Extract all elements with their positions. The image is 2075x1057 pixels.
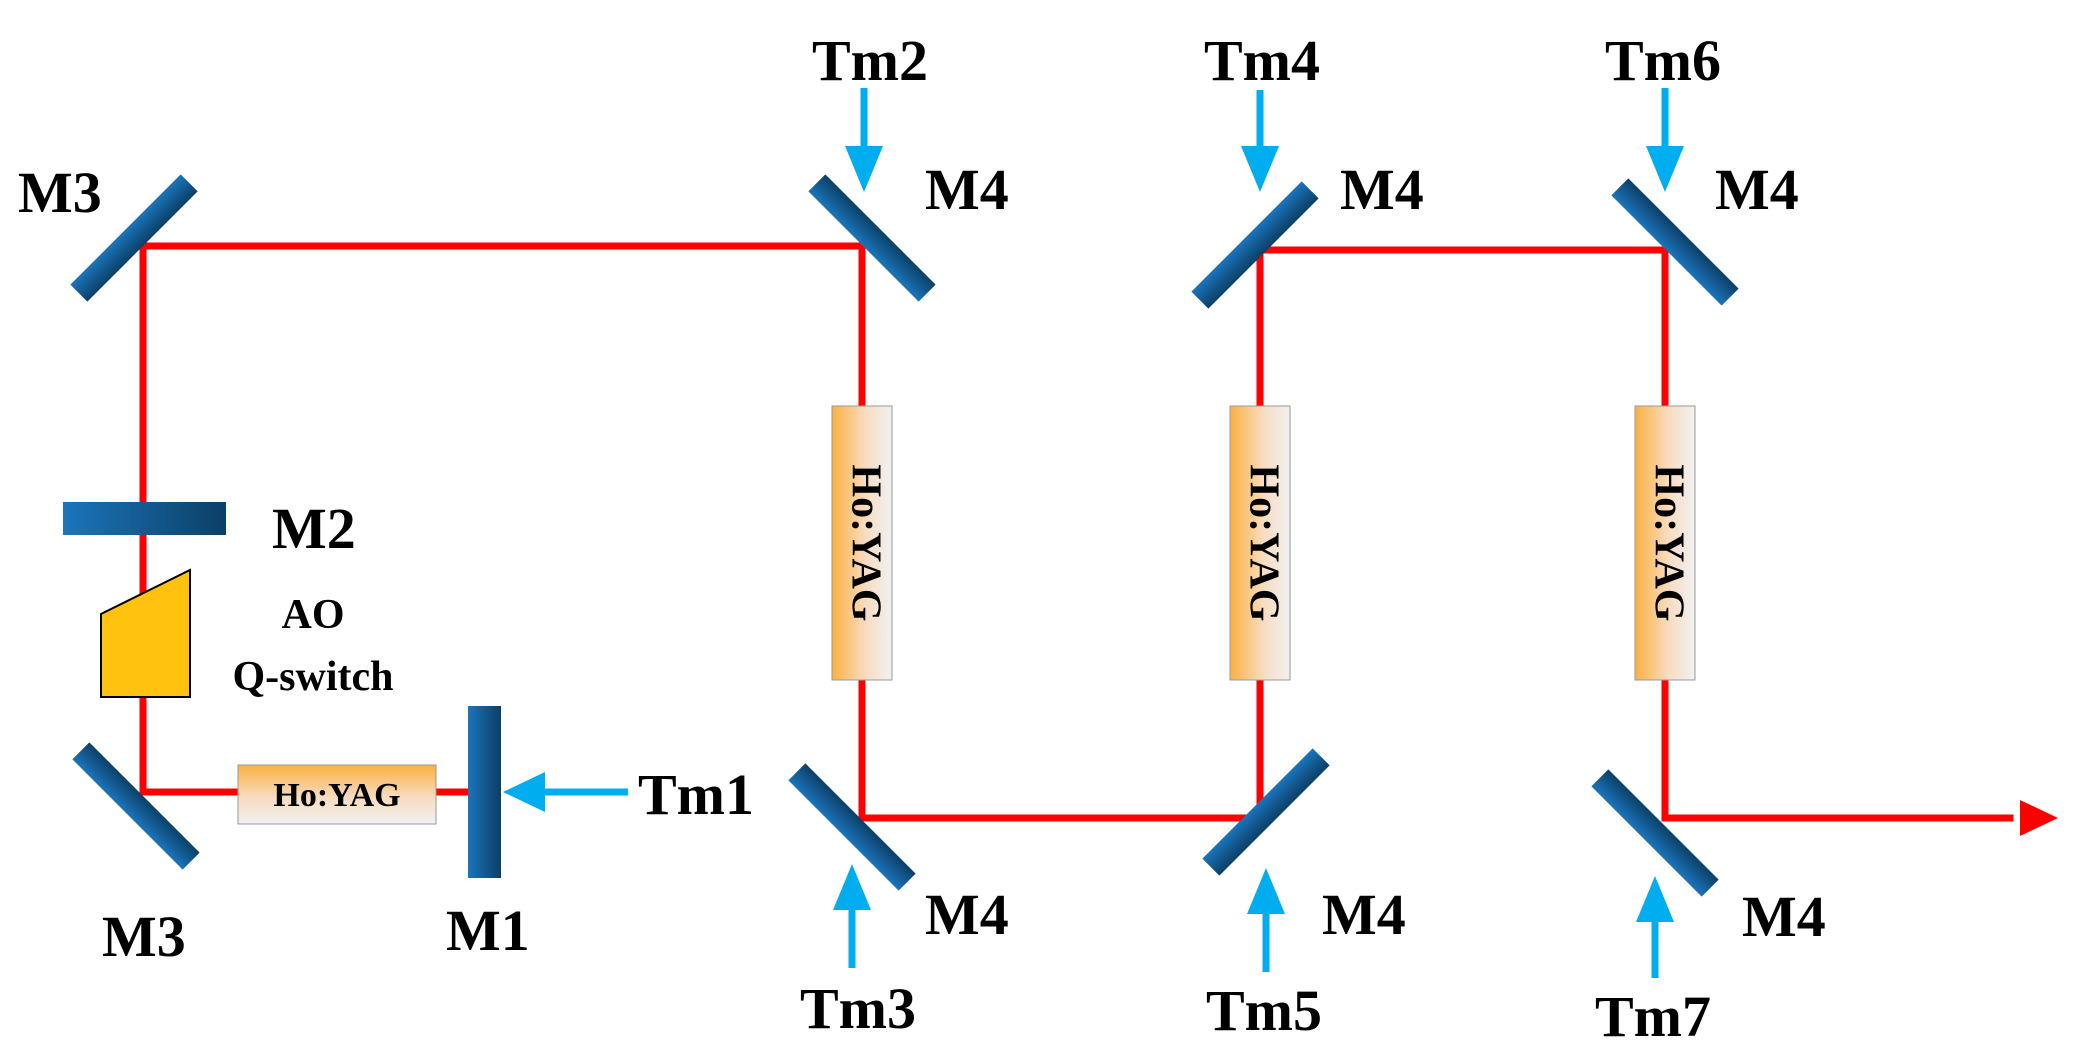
label-m4-amp2-bottom: M4 xyxy=(1322,882,1406,947)
seed-crystal: Ho:YAG xyxy=(237,764,437,825)
pump-arrows xyxy=(535,88,1669,978)
label-aoqs-line1: AO xyxy=(282,592,345,638)
label-m4-amp1-top: M4 xyxy=(925,157,1009,222)
pump-head-tm5 xyxy=(1247,868,1285,914)
label-m3-top: M3 xyxy=(18,160,102,225)
label-tm5: Tm5 xyxy=(1206,978,1322,1043)
label-m4-amp1-bottom: M4 xyxy=(925,882,1009,947)
mirror-m4-amp3-top xyxy=(1611,178,1739,306)
amp3-crystal: Ho:YAG xyxy=(1634,405,1696,681)
pump-head-tm2 xyxy=(845,146,883,192)
mirrors xyxy=(63,174,1739,897)
amp1-crystal: Ho:YAG xyxy=(831,405,893,681)
label-m4-amp3-top: M4 xyxy=(1715,157,1799,222)
seed-crystal-label: Ho:YAG xyxy=(273,777,400,814)
pump-arrow-heads xyxy=(503,146,1684,922)
label-m4-amp3-bottom: M4 xyxy=(1742,884,1826,949)
amp2-crystal: Ho:YAG xyxy=(1229,405,1291,681)
mirror-m2 xyxy=(63,502,226,535)
label-tm7: Tm7 xyxy=(1595,984,1711,1049)
amp3-crystal-label: Ho:YAG xyxy=(1645,464,1691,621)
mirror-m3-top xyxy=(70,174,198,302)
label-m4-amp2-top: M4 xyxy=(1340,157,1424,222)
pump-head-tm3 xyxy=(833,864,871,910)
ao-q-switch xyxy=(100,568,191,698)
labels: M3 M3 M2 M1 AO Q-switch M4 M4 M4 M4 M4 M… xyxy=(18,28,1826,1049)
mirror-m1 xyxy=(468,706,501,878)
amp1-crystal-label: Ho:YAG xyxy=(842,464,888,621)
label-m1: M1 xyxy=(446,898,530,963)
laser-beam xyxy=(139,242,2014,822)
mirror-m4-amp2-bottom xyxy=(1202,748,1330,876)
oscillator-beam xyxy=(139,242,2014,822)
pump-head-tm1 xyxy=(503,772,545,812)
label-tm4: Tm4 xyxy=(1204,28,1320,93)
output-arrow-head xyxy=(2020,800,2058,836)
mirror-m4-amp3-bottom xyxy=(1591,769,1719,897)
label-tm6: Tm6 xyxy=(1605,28,1721,93)
label-tm3: Tm3 xyxy=(800,976,916,1041)
mirror-m4-amp1-top xyxy=(808,174,936,302)
pump-head-tm7 xyxy=(1636,876,1674,922)
label-tm1: Tm1 xyxy=(638,762,754,827)
label-m3-bottom: M3 xyxy=(102,904,186,969)
label-aoqs-line2: Q-switch xyxy=(233,654,394,700)
mirror-m3-bottom xyxy=(72,742,200,870)
mirror-m4-amp2-top xyxy=(1191,181,1319,309)
pump-head-tm4 xyxy=(1241,146,1279,192)
pump-head-tm6 xyxy=(1646,146,1684,192)
label-m2: M2 xyxy=(272,496,356,561)
mirror-m4-amp1-bottom xyxy=(788,763,916,891)
amp2-crystal-label: Ho:YAG xyxy=(1240,464,1286,621)
label-tm2: Tm2 xyxy=(812,28,928,93)
